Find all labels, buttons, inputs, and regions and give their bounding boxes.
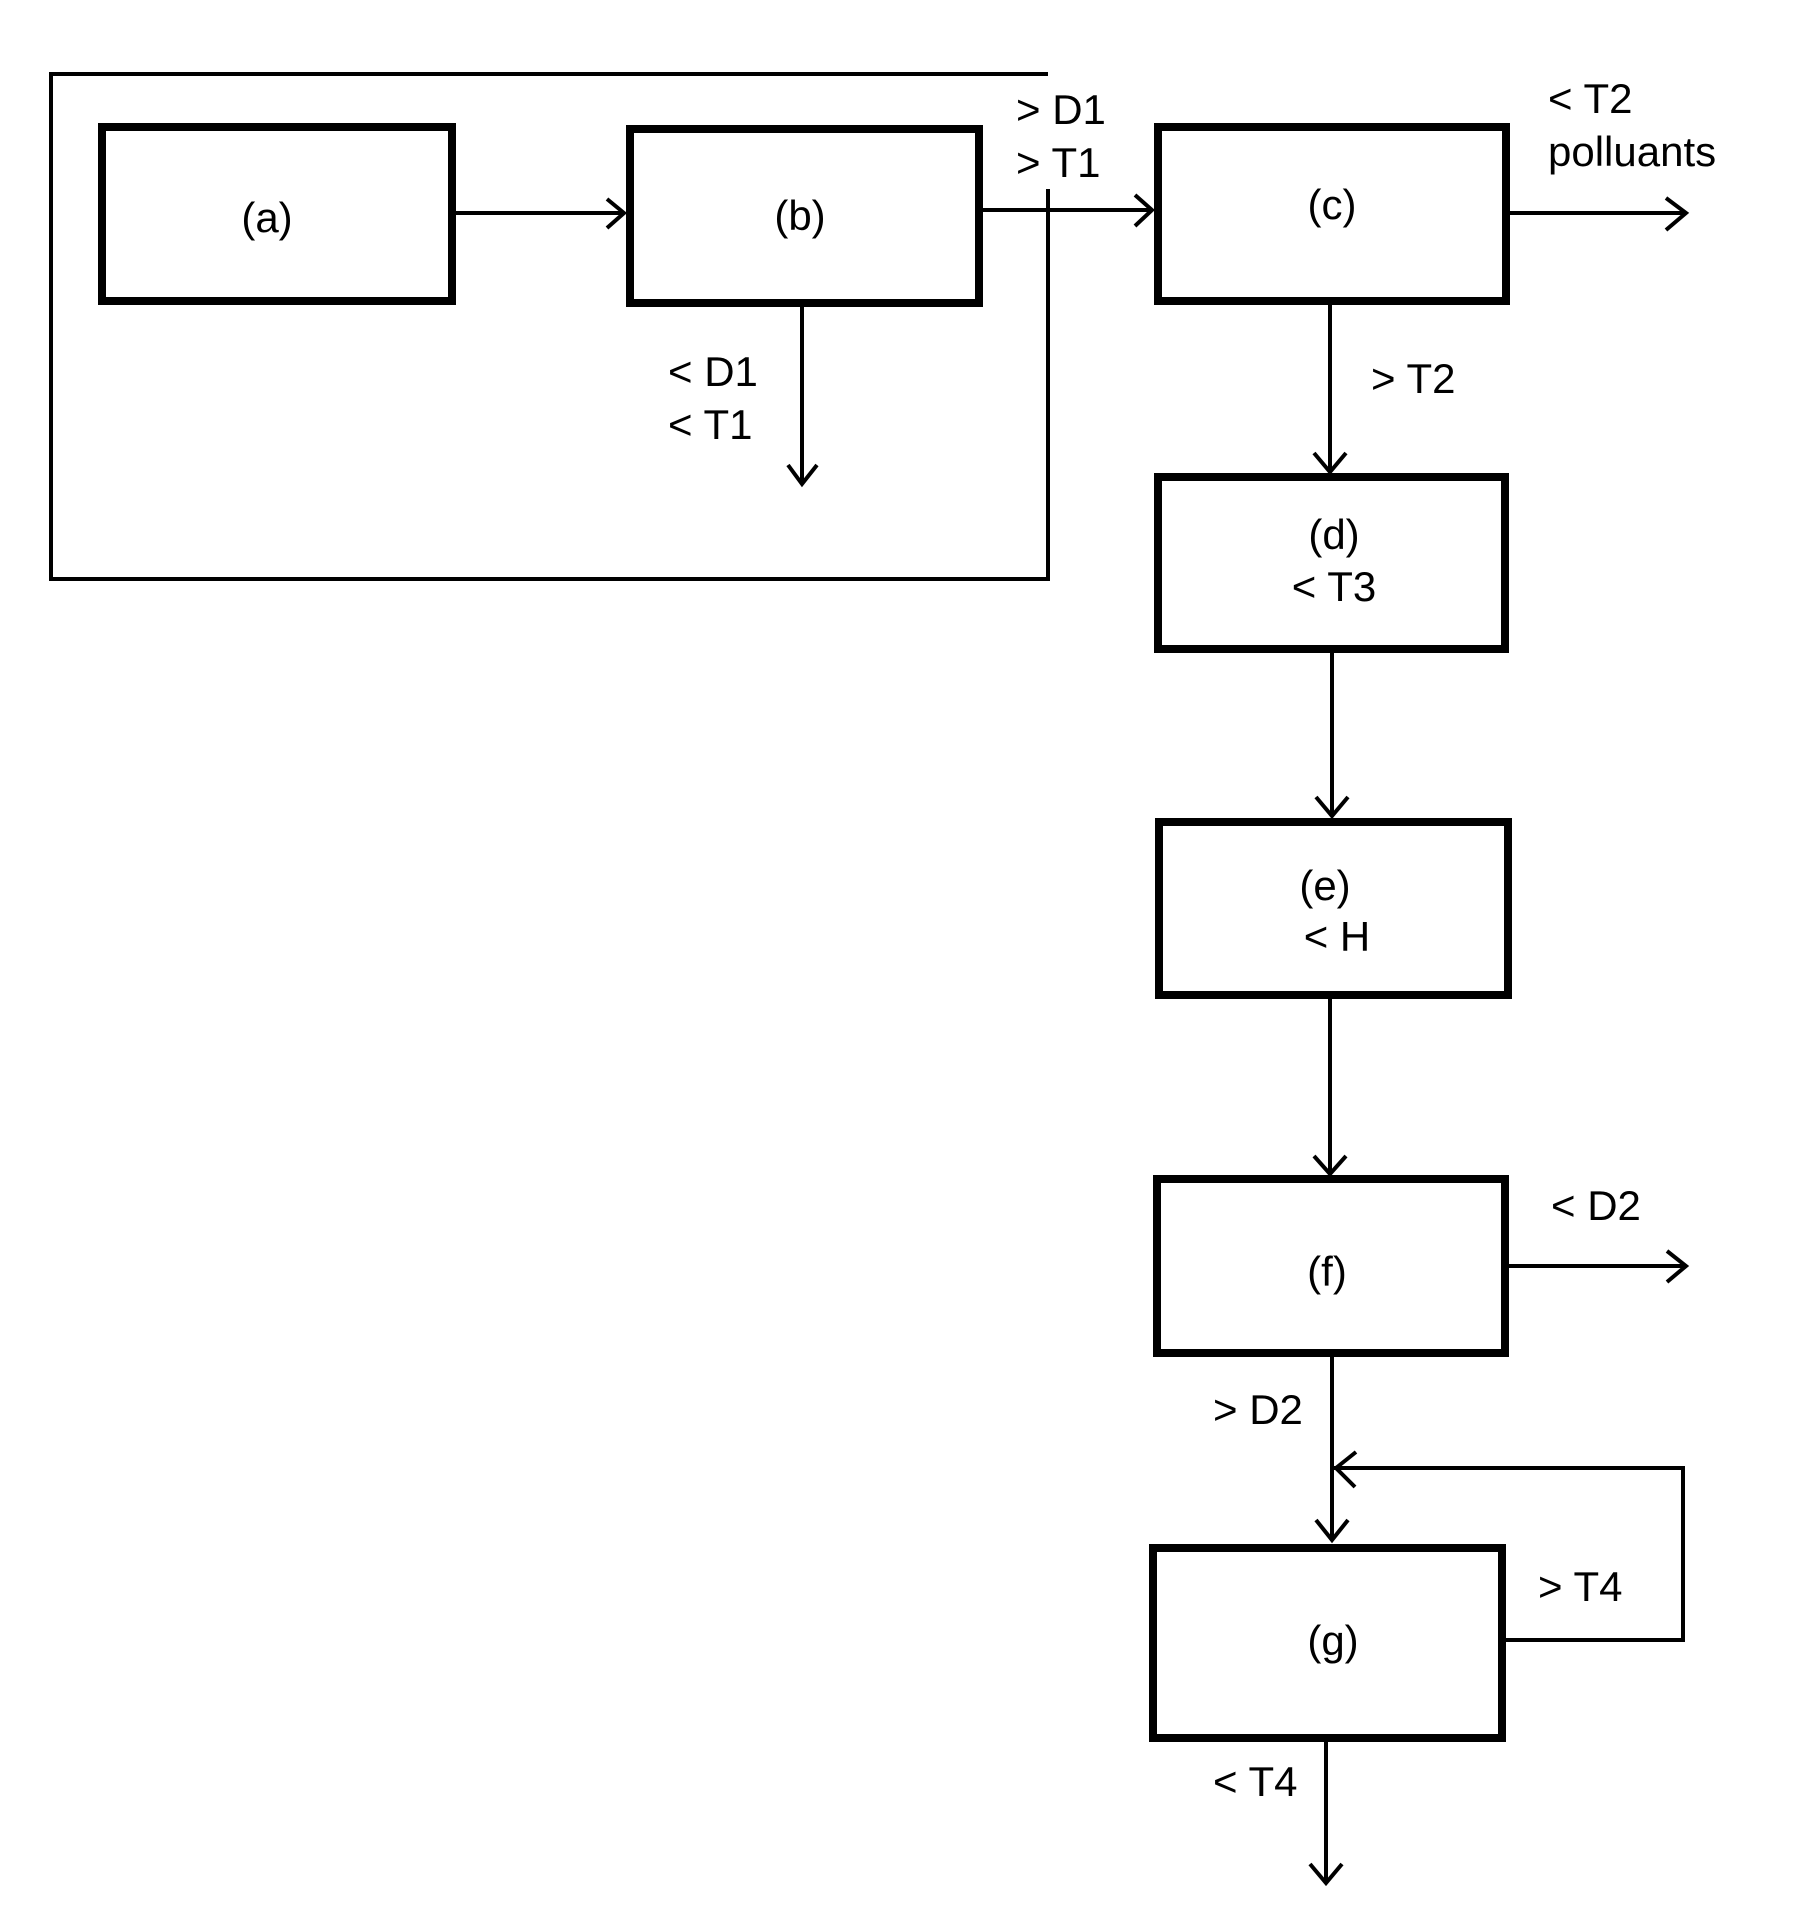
node-e-box: [1155, 818, 1512, 999]
edge-b-out-label-t1: < T1: [668, 401, 752, 448]
edge-c-d: > T2: [1312, 305, 1455, 476]
edge-b-c: > D1 > T1: [983, 86, 1155, 228]
edge-g-out: < T4: [1213, 1742, 1344, 1887]
arrowhead-down-icon: [1308, 1862, 1344, 1887]
node-a: (a): [98, 123, 456, 305]
node-f-label: (f): [1307, 1248, 1347, 1295]
node-g: (g): [1149, 1544, 1506, 1742]
edge-g-recycle: > T4: [1333, 1450, 1685, 1642]
node-g-box: [1149, 1544, 1506, 1742]
node-c-label: (c): [1308, 181, 1357, 228]
node-b-box: [626, 125, 983, 307]
arrowhead-left-icon: [1333, 1450, 1358, 1489]
node-e: (e) < H: [1155, 818, 1512, 999]
node-b: (b): [626, 125, 983, 307]
node-d: (d) < T3: [1154, 473, 1509, 653]
node-d-box: [1154, 473, 1509, 653]
edge-b-out-label-d1: < D1: [668, 348, 758, 395]
node-c-box: [1154, 123, 1510, 305]
edge-d-e: [1314, 653, 1350, 820]
edge-c-out: < T2 polluants: [1510, 75, 1716, 232]
node-b-label: (b): [774, 192, 825, 239]
group-frame: [49, 72, 1050, 581]
node-g-label: (g): [1307, 1617, 1358, 1664]
node-f: (f): [1153, 1175, 1509, 1357]
edge-g-recycle-line: [1334, 1466, 1685, 1642]
arrowhead-down-icon: [786, 463, 819, 488]
edge-g-out-label-t4: < T4: [1213, 1758, 1297, 1805]
edge-f-out-label-d2: < D2: [1551, 1182, 1641, 1229]
node-d-label: (d): [1308, 511, 1359, 558]
node-f-box: [1153, 1175, 1509, 1357]
node-a-box: [98, 123, 456, 305]
arrowhead-right-icon: [1665, 1249, 1690, 1284]
edge-a-b: [456, 197, 628, 230]
edge-b-c-label-t1: > T1: [1016, 139, 1100, 186]
edge-f-g: > D2: [1213, 1357, 1350, 1544]
node-e-label: (e): [1299, 862, 1350, 909]
edge-e-f: [1312, 999, 1348, 1178]
arrowhead-down-icon: [1312, 451, 1348, 476]
edge-c-d-label-t2: > T2: [1371, 355, 1455, 402]
edge-f-g-label-d2: > D2: [1213, 1386, 1303, 1433]
node-c: (c): [1154, 123, 1510, 305]
node-d-condition: < T3: [1292, 563, 1376, 610]
arrowhead-down-icon: [1314, 795, 1350, 820]
node-a-label: (a): [241, 194, 292, 241]
edge-c-out-label-polluants: polluants: [1548, 128, 1716, 175]
edge-c-out-label-t2: < T2: [1548, 75, 1632, 122]
arrowhead-right-icon: [605, 197, 628, 230]
arrowhead-down-icon: [1314, 1518, 1350, 1544]
arrowhead-down-icon: [1312, 1154, 1348, 1178]
arrowhead-right-icon: [1664, 196, 1690, 232]
edge-f-out: < D2: [1509, 1182, 1690, 1284]
edge-b-c-label-d1: > D1: [1016, 86, 1106, 133]
node-e-condition: < H: [1304, 913, 1371, 960]
arrowhead-right-icon: [1133, 193, 1155, 228]
edge-b-out: < D1 < T1: [668, 307, 819, 488]
edge-g-recycle-label-t4: > T4: [1538, 1563, 1622, 1610]
